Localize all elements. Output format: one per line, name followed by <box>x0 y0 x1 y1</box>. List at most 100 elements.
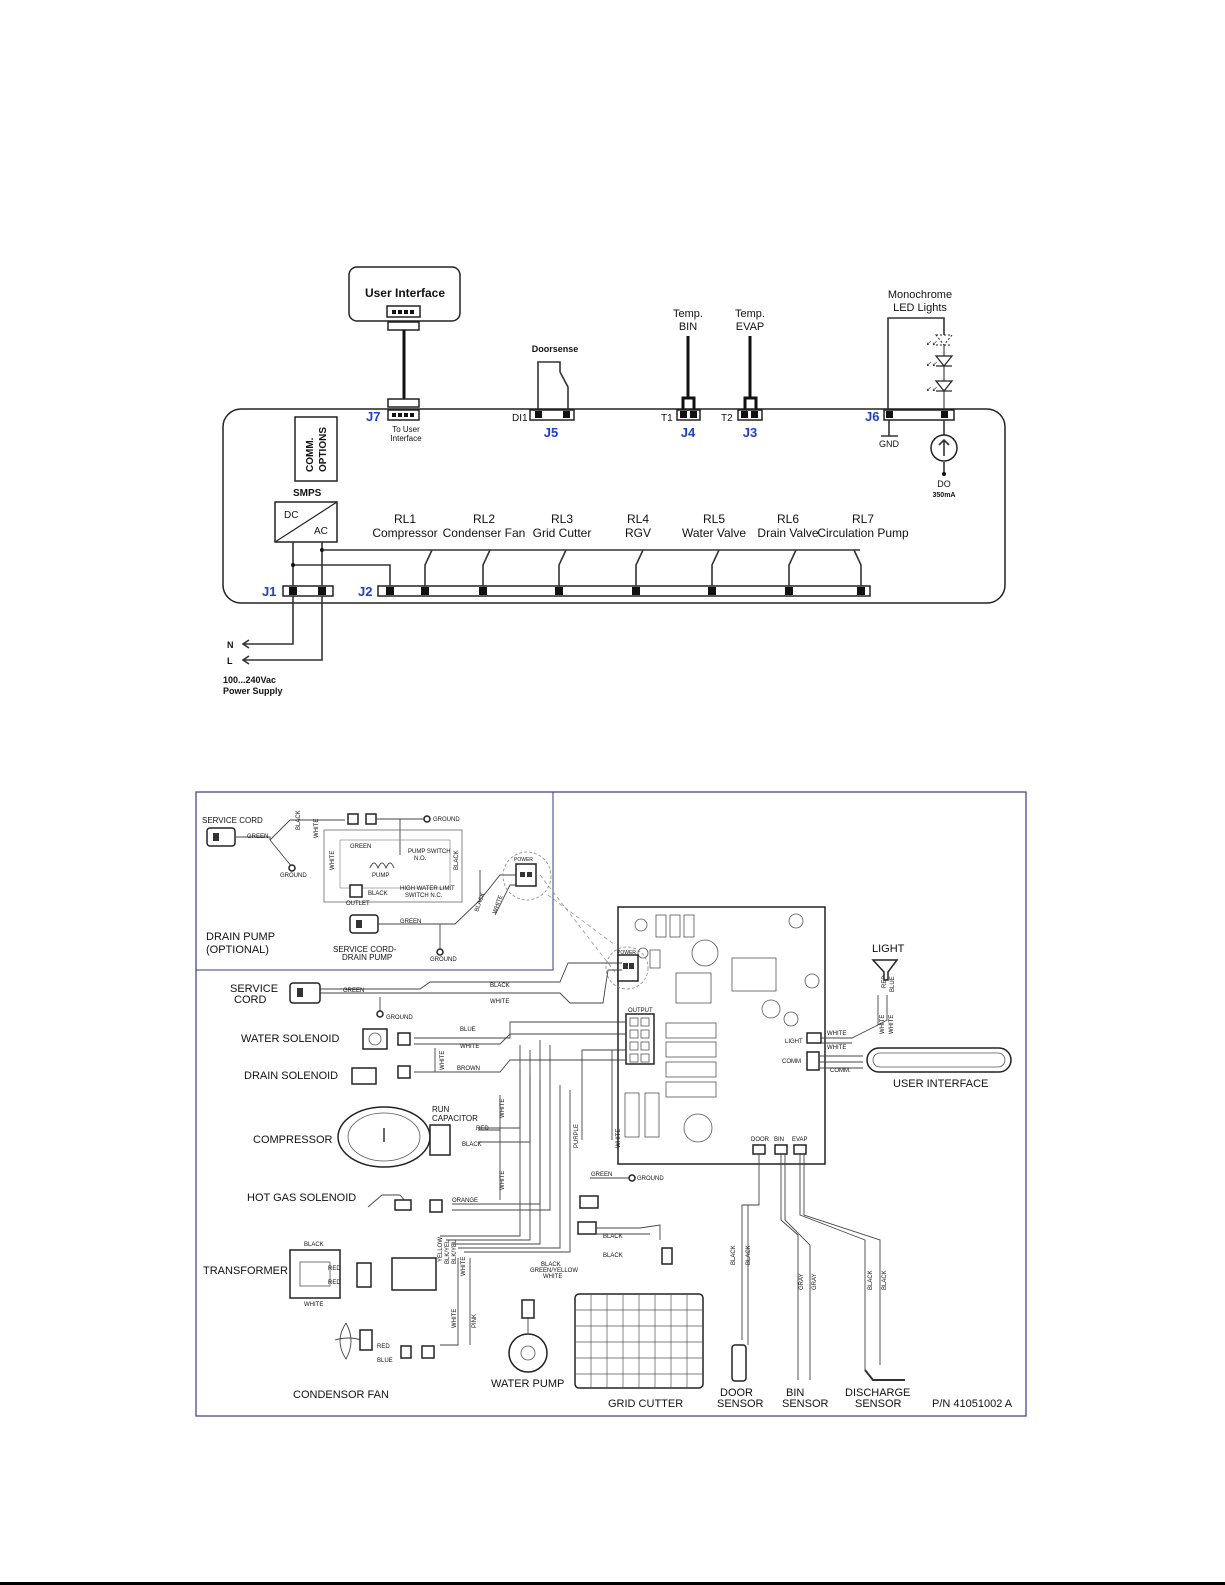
drain-pump-label-1: DRAIN PUMP <box>206 931 275 943</box>
discharge-sensor-label-2: SENSOR <box>855 1398 902 1410</box>
light-icon <box>871 959 899 981</box>
svg-text:RED: RED <box>328 1280 341 1286</box>
svg-text:POWER: POWER <box>514 857 533 863</box>
svg-text:Compressor: Compressor <box>372 526 437 540</box>
board-evap-connector <box>793 1144 807 1155</box>
page-footer-rule <box>0 1582 1225 1585</box>
j6-label: J6 <box>865 409 879 424</box>
svg-text:GROUND: GROUND <box>280 873 307 879</box>
door-sensor-icon <box>731 1344 747 1382</box>
control-schematic: User Interface J7 To User Interface COMM… <box>222 266 1006 696</box>
svg-text:OUTPUT: OUTPUT <box>628 1008 653 1014</box>
part-number-label: P/N 41051002 A <box>932 1398 1013 1410</box>
pump-motor-icon <box>369 862 395 870</box>
j4-connector <box>676 409 701 421</box>
svg-text:PURPLE: PURPLE <box>574 1124 580 1148</box>
svg-text:BLK/YEL: BLK/YEL <box>445 1239 451 1264</box>
service-cord-label-2: CORD <box>234 994 266 1006</box>
comm-options-box <box>294 416 338 482</box>
svg-text:GREEN: GREEN <box>350 844 371 850</box>
temp-bin-label-1: Temp. <box>673 308 703 320</box>
t1-label: T1 <box>661 413 673 424</box>
mains-wires <box>243 596 323 661</box>
svg-text:RED: RED <box>328 1266 341 1272</box>
control-board-outline <box>222 408 1006 604</box>
svg-text:SWITCH N.C.: SWITCH N.C. <box>405 893 443 899</box>
discharge-sensor-icon <box>864 1369 905 1381</box>
svg-text:DOOR: DOOR <box>751 1137 770 1143</box>
j6-connector <box>883 409 955 421</box>
doorsense-switch <box>537 361 569 413</box>
relay-rl7: RL7 Circulation Pump <box>817 512 909 586</box>
svg-text:BLUE: BLUE <box>460 1027 476 1033</box>
relay-rl2: RL2 Condenser Fan <box>443 512 525 586</box>
drain-pump-section: SERVICE CORD GREEN GROUND BLACK WHITE GR… <box>202 810 626 986</box>
svg-text:BLACK: BLACK <box>746 1245 752 1265</box>
run-capacitor-icon <box>429 1124 451 1156</box>
bin-sensor-label-2: SENSOR <box>782 1398 829 1410</box>
drain-pump-frame <box>196 792 554 971</box>
svg-text:BIN: BIN <box>774 1137 784 1143</box>
outlet-icon <box>349 884 363 898</box>
svg-text:BLACK: BLACK <box>731 1245 737 1265</box>
comm-options-label-1: COMM. <box>305 437 316 472</box>
svg-text:GREEN: GREEN <box>400 919 421 925</box>
svg-text:BLACK: BLACK <box>296 810 302 830</box>
svg-text:GROUND: GROUND <box>637 1176 664 1182</box>
svg-text:N.O.: N.O. <box>414 856 427 862</box>
grid-cutter-label: GRID CUTTER <box>608 1398 683 1410</box>
n-label: N <box>227 640 234 650</box>
svg-text:RL5: RL5 <box>703 512 725 526</box>
j2-label: J2 <box>358 584 372 599</box>
di1-label: DI1 <box>512 413 528 424</box>
user-interface-icon <box>866 1047 1012 1073</box>
bin-sensor-label-1: BIN <box>786 1387 804 1399</box>
svg-text:Water Valve: Water Valve <box>682 526 746 540</box>
j4-label: J4 <box>681 425 696 440</box>
l-label: L <box>227 656 233 666</box>
svg-text:WHITE: WHITE <box>460 1044 479 1050</box>
do-label: DO <box>937 479 951 489</box>
svg-text:GREEN: GREEN <box>247 834 268 840</box>
svg-text:GROUND: GROUND <box>430 957 457 963</box>
svg-text:DRAIN PUMP: DRAIN PUMP <box>342 953 392 962</box>
j5-connector <box>529 409 575 421</box>
discharge-sensor-label-1: DISCHARGE <box>845 1387 910 1399</box>
svg-text:RL7: RL7 <box>852 512 874 526</box>
temp-bin-label-2: BIN <box>679 321 697 333</box>
svg-text:BLACK: BLACK <box>868 1270 874 1290</box>
gnd-label: GND <box>879 439 900 449</box>
water-pump-icon <box>508 1333 548 1373</box>
svg-text:HIGH WATER LIMIT: HIGH WATER LIMIT <box>400 886 455 892</box>
j7-label: J7 <box>366 409 380 424</box>
svg-text:WHITE: WHITE <box>500 1171 506 1190</box>
svg-text:WHITE: WHITE <box>330 851 336 870</box>
service-cord-label-1: SERVICE <box>230 983 278 995</box>
smps-ac: AC <box>314 526 328 537</box>
j7-desc-2: Interface <box>390 434 422 443</box>
light-label: LIGHT <box>872 943 905 955</box>
comm-options-label-2: OPTIONS <box>318 427 329 472</box>
svg-text:COMM.: COMM. <box>830 1068 851 1074</box>
service-cord-plug-icon <box>289 982 321 1004</box>
j1-connector <box>282 585 334 597</box>
compressor-label: COMPRESSOR <box>253 1134 333 1146</box>
svg-text:Grid Cutter: Grid Cutter <box>533 526 592 540</box>
svg-text:BLK/YEL: BLK/YEL <box>452 1239 458 1264</box>
user-interface-label: USER INTERFACE <box>893 1078 988 1090</box>
svg-text:BLACK: BLACK <box>882 1270 888 1290</box>
smps-label: SMPS <box>293 488 322 499</box>
svg-text:GREEN: GREEN <box>343 988 364 994</box>
svg-text:POWER: POWER <box>617 950 636 956</box>
do-current-label: 350mA <box>933 492 956 499</box>
svg-text:BLACK: BLACK <box>603 1234 623 1240</box>
svg-text:EVAP: EVAP <box>792 1137 808 1143</box>
svg-text:RED: RED <box>476 1126 489 1132</box>
svg-text:WHITE: WHITE <box>452 1309 458 1328</box>
wiring-frame <box>195 791 1027 1417</box>
wire-bundles: BLACK WHITE GREEN BLUE WHITE BROWN WHITE… <box>318 962 896 1380</box>
svg-text:SERVICE CORD-: SERVICE CORD- <box>333 945 397 954</box>
svg-text:BLACK: BLACK <box>474 892 486 913</box>
svg-text:RED: RED <box>882 975 888 988</box>
